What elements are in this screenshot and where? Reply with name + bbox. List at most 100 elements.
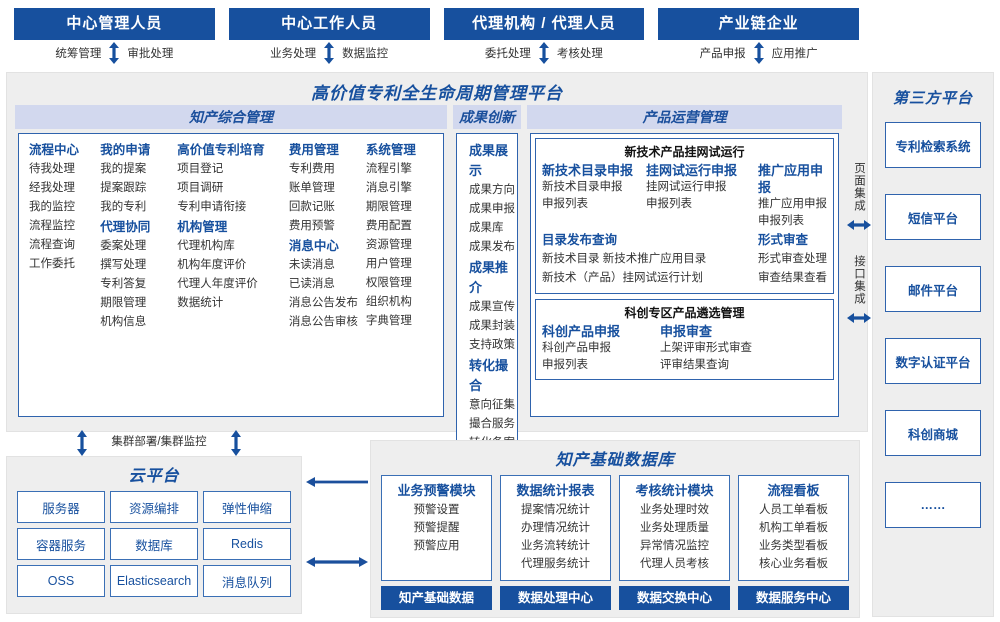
menu-item[interactable]: 评审结果查询: [660, 359, 729, 371]
menu-item[interactable]: 组织机构: [365, 296, 412, 308]
third-party-item[interactable]: 专利检索系统: [885, 122, 981, 168]
menu-item[interactable]: 权限管理: [365, 277, 412, 289]
menu-item[interactable]: 委案处理: [100, 240, 147, 252]
menu-item[interactable]: 推广应用申报: [758, 198, 827, 210]
menu-item[interactable]: 代理机构库: [177, 240, 235, 252]
menu-item[interactable]: 成果封装: [469, 320, 515, 332]
menu-item[interactable]: 科创产品申报: [542, 342, 611, 354]
menu-item[interactable]: 专利费用: [288, 163, 335, 175]
menu-item[interactable]: 项目登记: [177, 163, 224, 175]
cloud-cell[interactable]: 消息队列: [203, 565, 291, 597]
cloud-cell[interactable]: 弹性伸缩: [203, 491, 291, 523]
cloud-cell[interactable]: 服务器: [17, 491, 105, 523]
menu-item[interactable]: 成果库: [469, 222, 504, 234]
database-card-item[interactable]: 代理服务统计: [521, 558, 590, 570]
menu-item[interactable]: 专利申请衔接: [177, 201, 247, 213]
menu-group-title: 成果展示: [469, 143, 509, 178]
role-action-right: 应用推广: [771, 48, 818, 60]
menu-item[interactable]: 工作委托: [29, 258, 75, 270]
menu-item[interactable]: 提案跟踪: [100, 182, 147, 194]
menu-item[interactable]: 期限管理: [100, 297, 147, 309]
menu-item[interactable]: 流程查询: [29, 239, 75, 251]
cloud-cell[interactable]: 资源编排: [110, 491, 198, 523]
menu-item[interactable]: 代理人年度评价: [177, 278, 258, 290]
database-card-item[interactable]: 人员工单看板: [759, 504, 828, 516]
menu-item[interactable]: 已读消息: [288, 278, 335, 290]
database-card-item[interactable]: 代理人员考核: [640, 558, 709, 570]
database-card-item[interactable]: 核心业务看板: [759, 558, 828, 570]
menu-item[interactable]: 新技术（产品）挂网试运行计划: [542, 272, 703, 284]
menu-item[interactable]: 消息公告发布: [288, 297, 358, 309]
menu-item[interactable]: 账单管理: [288, 182, 335, 194]
menu-item[interactable]: 我的专利: [100, 201, 147, 213]
database-footer-button[interactable]: 数据服务中心: [738, 586, 849, 610]
menu-item[interactable]: 消息引擎: [365, 182, 412, 194]
menu-item[interactable]: 形式审查处理: [758, 253, 827, 265]
third-party-item[interactable]: 科创商城: [885, 410, 981, 456]
menu-item[interactable]: 费用配置: [365, 220, 412, 232]
third-party-item[interactable]: 邮件平台: [885, 266, 981, 312]
database-footer-button[interactable]: 数据处理中心: [500, 586, 611, 610]
menu-item[interactable]: 消息公告审核: [288, 316, 358, 328]
menu-item[interactable]: 回款记账: [288, 201, 335, 213]
menu-item[interactable]: 申报列表: [542, 359, 588, 371]
third-party-item[interactable]: ……: [885, 482, 981, 528]
menu-item[interactable]: 成果宣传: [469, 301, 515, 313]
third-party-item[interactable]: 数字认证平台: [885, 338, 981, 384]
menu-item[interactable]: 项目调研: [177, 182, 224, 194]
menu-item[interactable]: 支持政策: [469, 339, 515, 351]
menu-item[interactable]: 我的提案: [100, 163, 147, 175]
menu-item[interactable]: 新技术目录申报: [542, 181, 623, 193]
cloud-cell[interactable]: Elasticsearch: [110, 565, 198, 597]
database-card-item[interactable]: 提案情况统计: [521, 504, 590, 516]
menu-item[interactable]: 成果方向: [469, 184, 515, 196]
database-card-item[interactable]: 预警应用: [413, 540, 460, 552]
database-card-item[interactable]: 异常情况监控: [640, 540, 709, 552]
menu-item[interactable]: 数据统计: [177, 297, 224, 309]
cloud-cell[interactable]: Redis: [203, 528, 291, 560]
menu-item[interactable]: 意向征集: [469, 399, 515, 411]
database-card-item[interactable]: 办理情况统计: [521, 522, 590, 534]
menu-item[interactable]: 机构年度评价: [177, 259, 247, 271]
database-card-item[interactable]: 预警设置: [413, 504, 460, 516]
menu-item[interactable]: 专利答复: [100, 278, 147, 290]
menu-item[interactable]: 上架评审形式审查: [660, 342, 752, 354]
menu-item[interactable]: 经我处理: [29, 182, 75, 194]
cloud-cell[interactable]: OSS: [17, 565, 105, 597]
menu-item[interactable]: 期限管理: [365, 201, 412, 213]
menu-item[interactable]: 待我处理: [29, 163, 75, 175]
database-card-item[interactable]: 预警提醒: [413, 522, 460, 534]
menu-item[interactable]: 字典管理: [365, 315, 412, 327]
menu-item[interactable]: 用户管理: [365, 258, 412, 270]
third-party-item[interactable]: 短信平台: [885, 194, 981, 240]
database-card-item[interactable]: 业务处理时效: [640, 504, 709, 516]
database-card-item[interactable]: 业务类型看板: [759, 540, 828, 552]
database-card-item[interactable]: 机构工单看板: [759, 522, 828, 534]
menu-item[interactable]: 申报列表: [646, 198, 692, 210]
menu-item[interactable]: 我的监控: [29, 201, 75, 213]
database-footer-button[interactable]: 知产基础数据: [381, 586, 492, 610]
menu-item[interactable]: 流程引擎: [365, 163, 412, 175]
menu-item[interactable]: 未读消息: [288, 259, 335, 271]
menu-item[interactable]: 成果发布: [469, 241, 515, 253]
menu-item[interactable]: 费用预警: [288, 220, 335, 232]
role-bar: 中心管理人员 统筹管理 审批处理 中心工作人员 业务处理 数据监控 代理机构 /…: [14, 8, 859, 66]
menu-item[interactable]: 申报列表: [542, 198, 588, 210]
menu-item[interactable]: 流程监控: [29, 220, 75, 232]
menu-item[interactable]: 审查结果查看: [758, 272, 827, 284]
menu-item[interactable]: 成果申报: [469, 203, 515, 215]
menu-item[interactable]: 挂网试运行申报: [646, 181, 727, 193]
menu-item[interactable]: 机构信息: [100, 316, 147, 328]
menu-item[interactable]: 资源管理: [365, 239, 412, 251]
menu-item[interactable]: 撮合服务: [469, 418, 515, 430]
database-footer-button[interactable]: 数据交换中心: [619, 586, 730, 610]
menu-column: 目录发布查询 新技术目录 新技术推广应用目录 新技术（产品）挂网试运行计划: [542, 230, 758, 288]
menu-item[interactable]: 申报列表: [758, 215, 804, 227]
database-card-item[interactable]: 业务流转统计: [521, 540, 590, 552]
third-party-list: 专利检索系统 短信平台 邮件平台 数字认证平台 科创商城 ……: [873, 122, 993, 528]
cloud-cell[interactable]: 容器服务: [17, 528, 105, 560]
menu-item[interactable]: 新技术目录 新技术推广应用目录: [542, 253, 707, 265]
menu-item[interactable]: 撰写处理: [100, 259, 147, 271]
database-card-item[interactable]: 业务处理质量: [640, 522, 709, 534]
cloud-cell[interactable]: 数据库: [110, 528, 198, 560]
